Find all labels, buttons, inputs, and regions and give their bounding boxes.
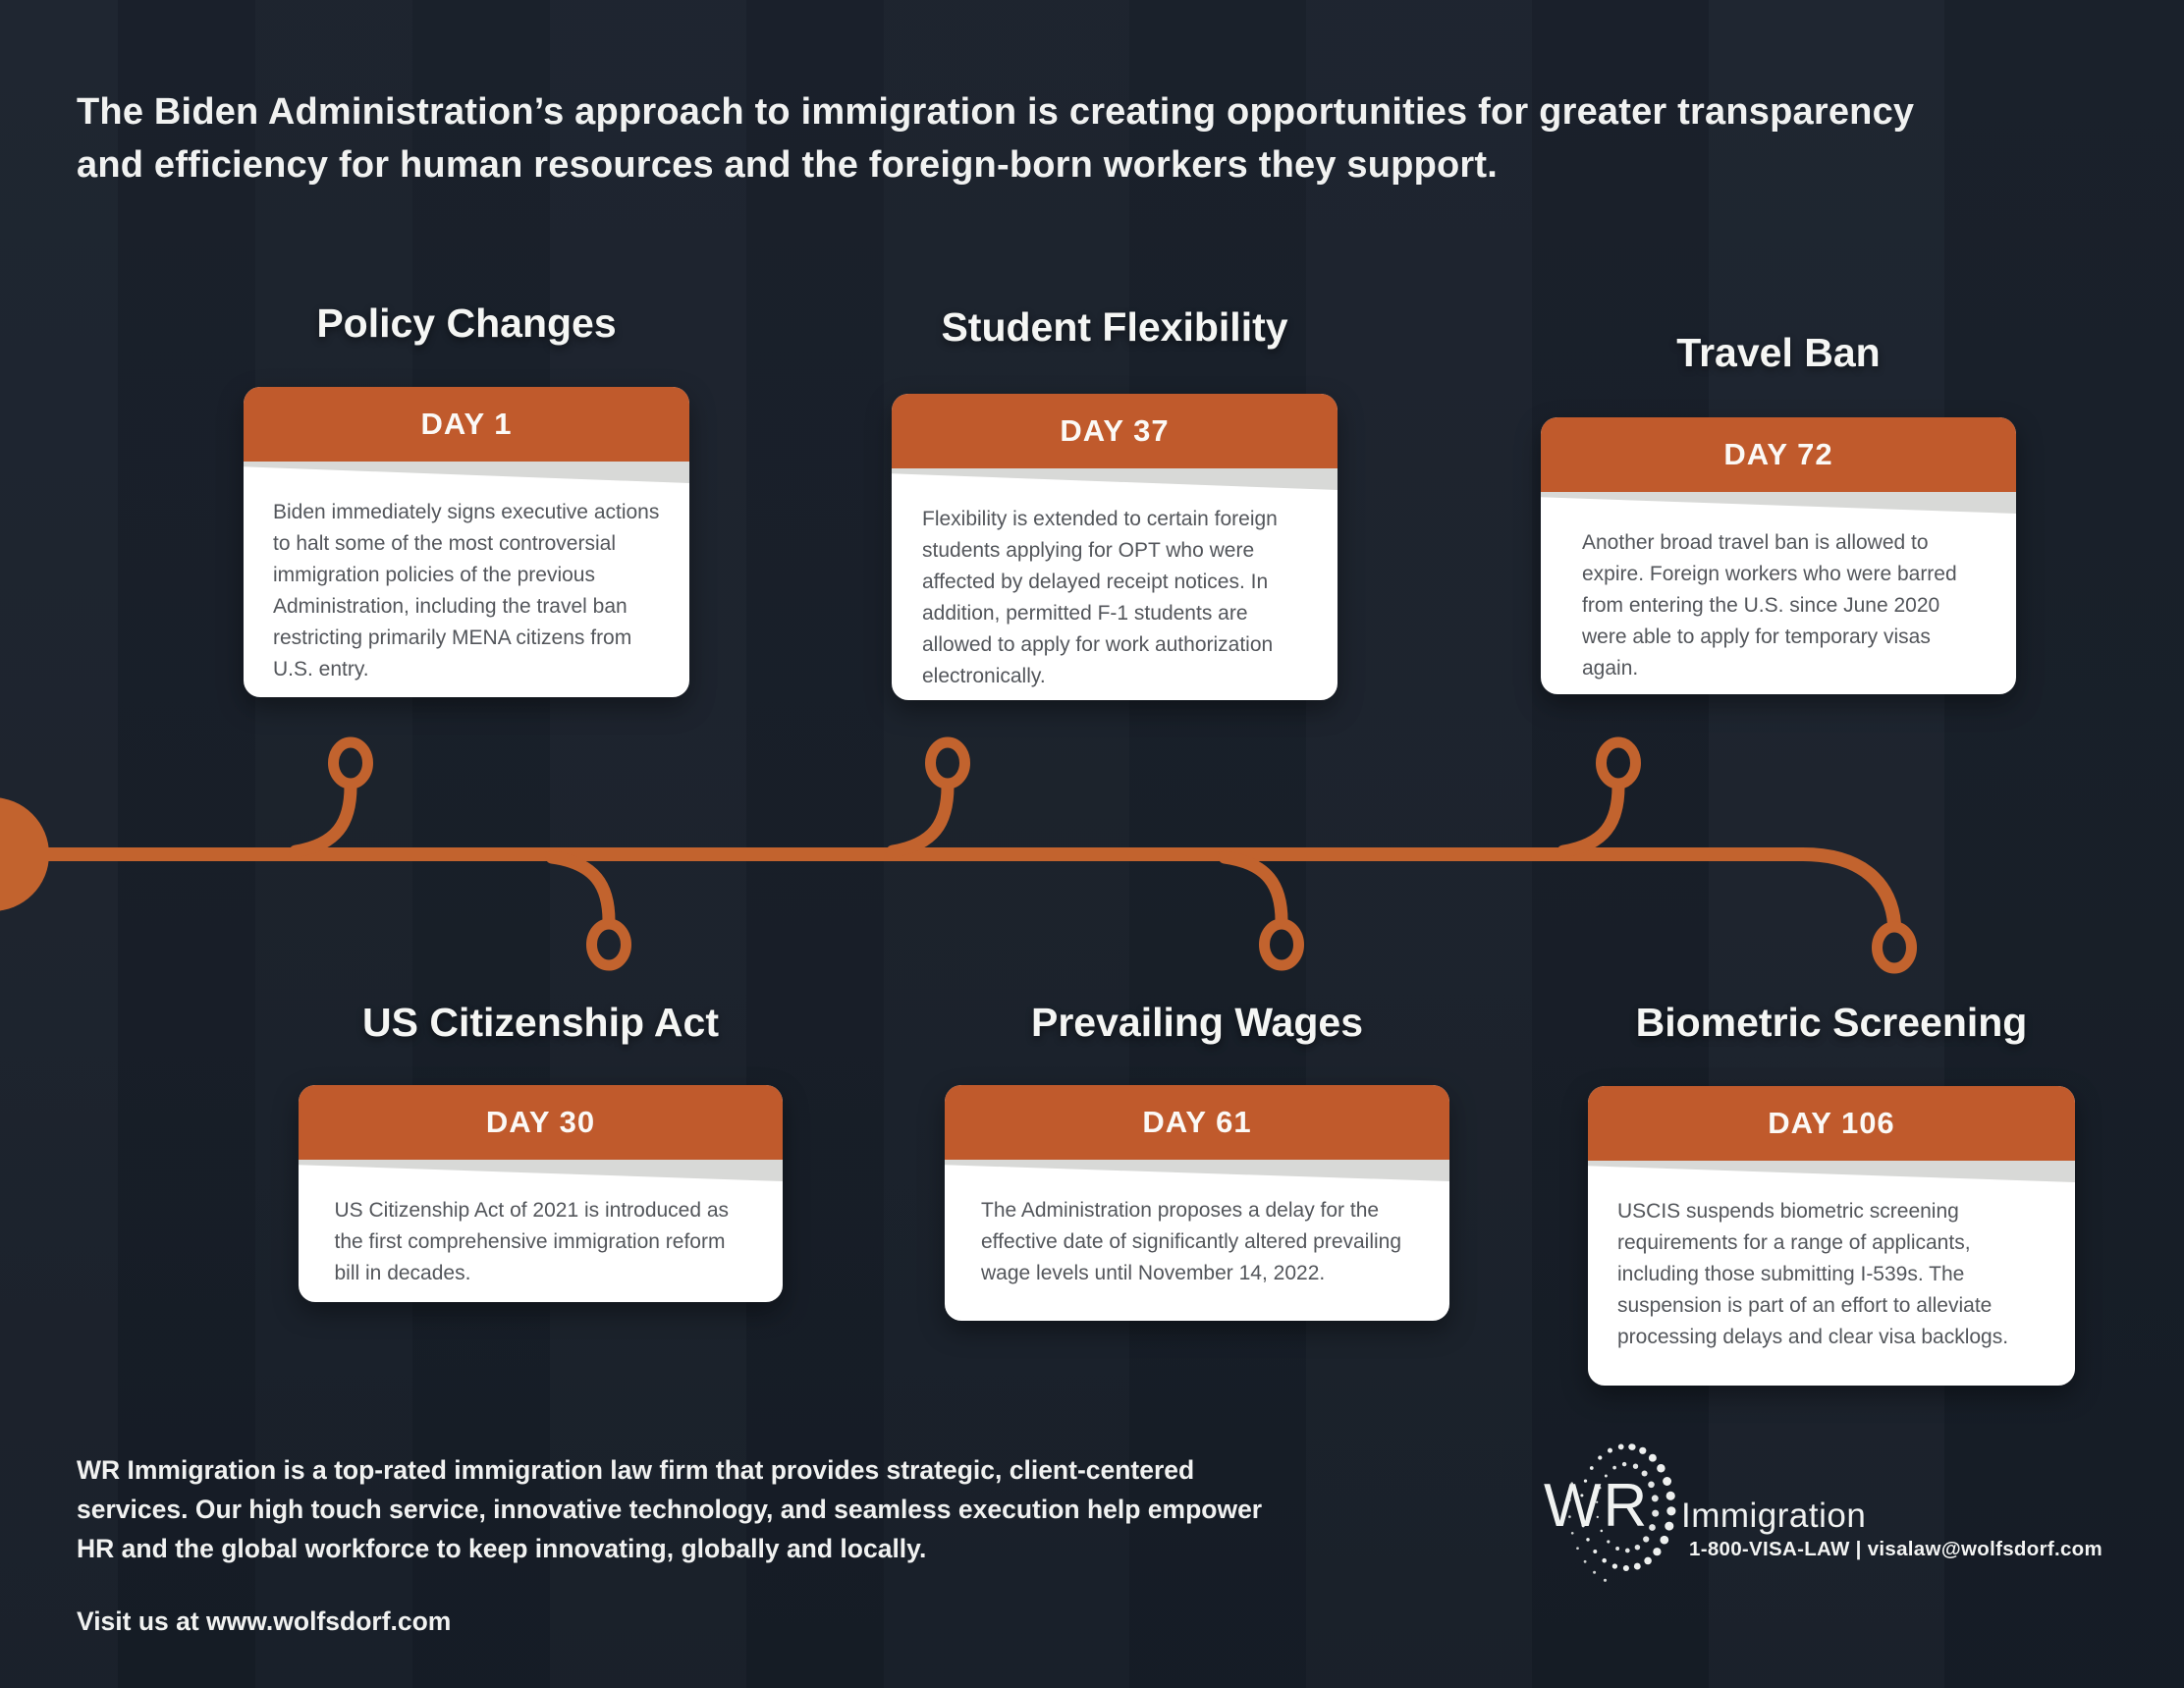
card-body: US Citizenship Act of 2021 is introduced…: [299, 1181, 783, 1302]
timeline-branch-up-1: [289, 780, 357, 858]
timeline-node-icon: [1872, 921, 1917, 974]
timeline-branch-up-2: [886, 780, 955, 858]
day-badge: DAY 61: [945, 1085, 1449, 1160]
card-biometric-screening: DAY 106 USCIS suspends biometric screeni…: [1588, 1086, 2075, 1386]
card-fold-decoration: [892, 468, 1338, 490]
day-badge: DAY 37: [892, 394, 1338, 468]
card-body-text: Biden immediately signs executive action…: [273, 501, 660, 681]
card-fold-decoration: [1541, 492, 2016, 514]
card-us-citizenship-act: DAY 30 US Citizenship Act of 2021 is int…: [299, 1085, 783, 1302]
card-fold-decoration: [299, 1160, 783, 1181]
footer-about-line-1: WR Immigration is a top-rated immigratio…: [77, 1455, 1195, 1485]
card-fold-decoration: [1588, 1161, 2075, 1182]
footer-about-line-3: HR and the global workforce to keep inno…: [77, 1533, 927, 1563]
card-title-prevailing-wages: Prevailing Wages: [1031, 1000, 1363, 1045]
day-label: DAY 1: [420, 407, 513, 441]
card-student-flexibility: DAY 37 Flexibility is extended to certai…: [892, 394, 1338, 700]
timeline-node-icon: [586, 918, 631, 971]
day-label: DAY 30: [485, 1105, 596, 1139]
day-badge: DAY 30: [299, 1085, 783, 1160]
card-title-us-citizenship-act: US Citizenship Act: [362, 1000, 719, 1045]
footer-visit-text: Visit us at www.wolfsdorf.com: [77, 1606, 452, 1636]
card-body-text: The Administration proposes a delay for …: [981, 1199, 1402, 1284]
card-title-biometric-screening: Biometric Screening: [1635, 1000, 2028, 1045]
card-fold-decoration: [244, 462, 689, 483]
day-badge: DAY 106: [1588, 1086, 2075, 1161]
card-body: Flexibility is extended to certain forei…: [892, 490, 1338, 700]
card-body: USCIS suspends biometric screening requi…: [1588, 1182, 2075, 1386]
logo-name-text: Immigration: [1681, 1497, 1867, 1535]
footer-about-text: WR Immigration is a top-rated immigratio…: [77, 1451, 1262, 1568]
day-badge: DAY 72: [1541, 417, 2016, 492]
timeline-branch-down-1: [545, 850, 616, 928]
card-body-text: Flexibility is extended to certain forei…: [922, 508, 1278, 687]
card-body: Another broad travel ban is allowed to e…: [1541, 514, 2016, 694]
day-label: DAY 72: [1723, 437, 1833, 471]
timeline-main-line: [0, 847, 1901, 931]
card-title-travel-ban: Travel Ban: [1676, 330, 1881, 375]
timeline-branch-up-3: [1556, 780, 1625, 858]
card-body-text: USCIS suspends biometric screening requi…: [1617, 1200, 2009, 1348]
dotted-globe-icon: [1568, 1443, 1676, 1582]
day-label: DAY 61: [1142, 1105, 1252, 1139]
card-body-text: Another broad travel ban is allowed to e…: [1582, 531, 1957, 680]
timeline-node-icon: [925, 736, 970, 790]
timeline-node-icon: [1259, 918, 1304, 971]
day-label: DAY 37: [1060, 413, 1170, 448]
logo-contact-text: 1-800-VISA-LAW | visalaw@wolfsdorf.com: [1689, 1538, 2103, 1560]
timeline-branch-down-2: [1218, 850, 1288, 928]
timeline-node-icon: [1596, 736, 1641, 790]
intro-line-2: and efficiency for human resources and t…: [77, 143, 1498, 186]
card-body: Biden immediately signs executive action…: [244, 483, 689, 697]
intro-text: The Biden Administration’s approach to i…: [77, 86, 1914, 192]
card-body-text: US Citizenship Act of 2021 is introduced…: [334, 1199, 730, 1284]
card-title-policy-changes: Policy Changes: [316, 300, 617, 346]
intro-line-1: The Biden Administration’s approach to i…: [77, 91, 1915, 133]
card-fold-decoration: [945, 1160, 1449, 1181]
timeline-node-icon: [328, 736, 373, 790]
day-badge: DAY 1: [244, 387, 689, 462]
card-travel-ban: DAY 72 Another broad travel ban is allow…: [1541, 417, 2016, 694]
logo-wr-text: WR: [1544, 1472, 1650, 1540]
day-label: DAY 106: [1768, 1106, 1895, 1140]
card-policy-changes: DAY 1 Biden immediately signs executive …: [244, 387, 689, 697]
card-title-student-flexibility: Student Flexibility: [941, 304, 1288, 350]
card-body: The Administration proposes a delay for …: [945, 1181, 1449, 1321]
card-prevailing-wages: DAY 61 The Administration proposes a del…: [945, 1085, 1449, 1321]
footer-about-line-2: services. Our high touch service, innova…: [77, 1494, 1263, 1524]
